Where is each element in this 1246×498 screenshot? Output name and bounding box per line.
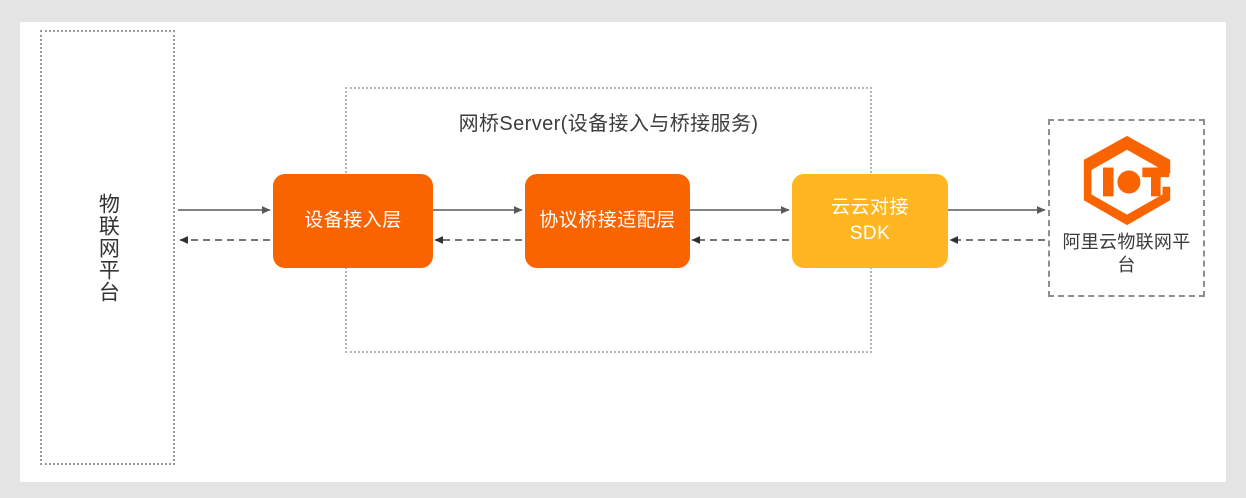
- process-box-label: 云云对接 SDK: [830, 196, 909, 244]
- process-box-protocol-bridge-adapter-layer[interactable]: 协议桥接适配层: [525, 174, 690, 268]
- right-alibaba-cloud-iot-label: 阿里云物联网平台: [1062, 232, 1191, 276]
- process-box-label: 协议桥接适配层: [539, 209, 676, 231]
- left-iot-platform-box: 物联网平台: [40, 30, 175, 465]
- alibaba-cloud-iot-logo-icon: [1083, 135, 1170, 226]
- right-alibaba-cloud-iot-box: 阿里云物联网平台: [1048, 119, 1205, 297]
- left-iot-platform-label: 物联网平台: [96, 192, 120, 303]
- process-box-device-access-layer[interactable]: 设备接入层: [273, 174, 433, 268]
- diagram-canvas: 物联网平台 网桥Server(设备接入与桥接服务) 设备接入层 协议桥接适配层 …: [20, 22, 1226, 482]
- process-box-label: 设备接入层: [304, 209, 402, 231]
- process-box-cloud-to-cloud-sdk[interactable]: 云云对接 SDK: [792, 174, 948, 268]
- bridge-server-title: 网桥Server(设备接入与桥接服务): [458, 113, 759, 135]
